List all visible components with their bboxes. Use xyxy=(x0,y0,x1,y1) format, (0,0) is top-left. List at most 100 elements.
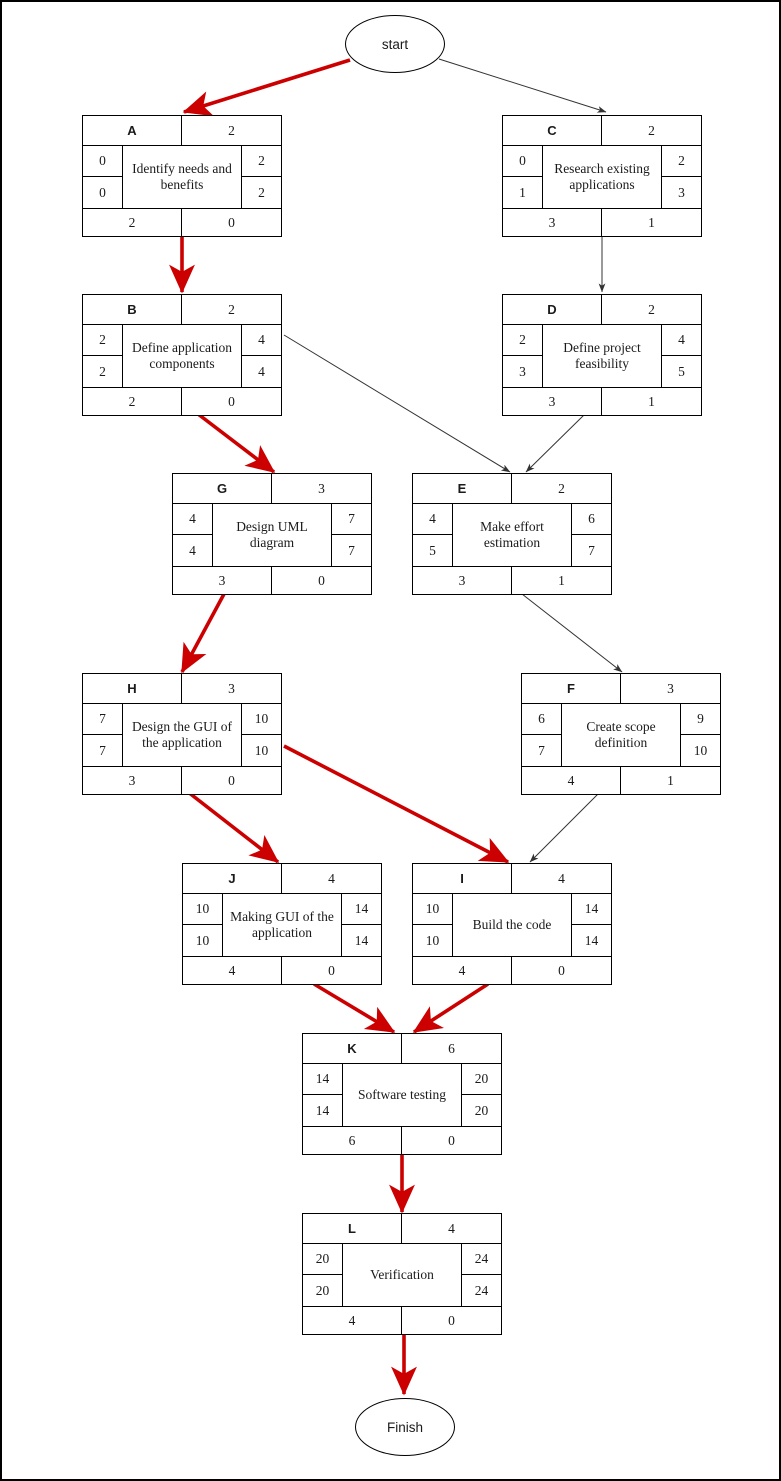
node-L-duration: 4 xyxy=(448,1220,455,1236)
node-L-right-times: 24 24 xyxy=(461,1244,501,1306)
node-K-es: 14 xyxy=(303,1064,342,1095)
node-L-header: L 4 xyxy=(303,1214,501,1244)
node-J-left-times: 10 10 xyxy=(183,894,223,956)
node-I-header: I 4 xyxy=(413,864,611,894)
node-H-bottom-left: 3 xyxy=(83,767,182,794)
node-E-es: 4 xyxy=(413,504,452,535)
node-K-lf: 20 xyxy=(474,1102,489,1118)
node-J-name: Making GUI of the application xyxy=(230,909,334,940)
node-J-bottom-left: 4 xyxy=(183,957,282,984)
edge-D-E xyxy=(525,413,586,473)
node-A-name: Identify needs and benefits xyxy=(132,161,232,192)
node-A-footer: 2 0 xyxy=(83,208,281,236)
node-D-header: D 2 xyxy=(503,295,701,325)
node-J[interactable]: J 4 10 10 Making GUI of the application … xyxy=(182,863,382,985)
edge-H-J xyxy=(186,790,280,864)
node-B[interactable]: B 2 2 2 Define application components 4 … xyxy=(82,294,282,416)
node-I-bottom-right: 0 xyxy=(558,962,565,978)
node-J-es: 10 xyxy=(183,894,222,925)
node-H-footer: 3 0 xyxy=(83,766,281,794)
node-C[interactable]: C 2 0 1 Research existing applications 2… xyxy=(502,115,702,237)
node-D-right-times: 4 5 xyxy=(661,325,701,387)
node-C-ef: 2 xyxy=(662,146,701,177)
node-J-ef: 14 xyxy=(342,894,381,925)
node-G-footer: 3 0 xyxy=(173,566,371,594)
node-F-right-times: 9 10 xyxy=(680,704,720,766)
node-G-duration: 3 xyxy=(318,480,325,496)
node-A-id: A xyxy=(83,116,182,145)
node-D-body: 2 3 Define project feasibility 4 5 xyxy=(503,325,701,387)
node-C-id: C xyxy=(503,116,602,145)
node-H-right-times: 10 10 xyxy=(241,704,281,766)
node-H[interactable]: H 3 7 7 Design the GUI of the applicatio… xyxy=(82,673,282,795)
node-G-lf: 7 xyxy=(348,542,355,558)
node-A-header: A 2 xyxy=(83,116,281,146)
node-K-id: K xyxy=(303,1034,402,1063)
node-G-ls: 4 xyxy=(189,542,196,558)
node-A-left-times: 0 0 xyxy=(83,146,123,208)
node-G-bottom-left: 3 xyxy=(173,567,272,594)
node-D-ls: 3 xyxy=(519,363,526,379)
node-E-bottom-left: 3 xyxy=(413,567,512,594)
node-K-footer: 6 0 xyxy=(303,1126,501,1154)
node-I-bottom-left: 4 xyxy=(413,957,512,984)
node-L-ls: 20 xyxy=(315,1282,330,1298)
node-G-id: G xyxy=(173,474,272,503)
node-F[interactable]: F 3 6 7 Create scope definition 9 10 4 1 xyxy=(521,673,721,795)
node-C-bottom-right: 1 xyxy=(648,214,655,230)
node-L[interactable]: L 4 20 20 Verification 24 24 4 0 xyxy=(302,1213,502,1335)
node-B-header: B 2 xyxy=(83,295,281,325)
node-F-ef: 9 xyxy=(681,704,720,735)
node-I-id: I xyxy=(413,864,512,893)
node-B-es: 2 xyxy=(83,325,122,356)
node-C-body: 0 1 Research existing applications 2 3 xyxy=(503,146,701,208)
node-D-bottom-left: 3 xyxy=(503,388,602,415)
terminal-finish[interactable]: Finish xyxy=(355,1398,455,1456)
node-G-bottom-right: 0 xyxy=(318,572,325,588)
node-L-ef: 24 xyxy=(462,1244,501,1275)
edge-I-K xyxy=(412,982,489,1034)
node-G-right-times: 7 7 xyxy=(331,504,371,566)
node-H-body: 7 7 Design the GUI of the application 10… xyxy=(83,704,281,766)
node-H-id: H xyxy=(83,674,182,703)
node-C-lf: 3 xyxy=(678,184,685,200)
node-E-duration: 2 xyxy=(558,480,565,496)
node-K[interactable]: K 6 14 14 Software testing 20 20 6 0 xyxy=(302,1033,502,1155)
node-F-es: 6 xyxy=(522,704,561,735)
node-E-id: E xyxy=(413,474,512,503)
node-B-lf: 4 xyxy=(258,363,265,379)
terminal-start-label: start xyxy=(381,36,409,52)
node-D[interactable]: D 2 2 3 Define project feasibility 4 5 3… xyxy=(502,294,702,416)
node-K-ls: 14 xyxy=(315,1102,330,1118)
node-H-lf: 10 xyxy=(254,742,269,758)
node-E-header: E 2 xyxy=(413,474,611,504)
node-F-body: 6 7 Create scope definition 9 10 xyxy=(522,704,720,766)
node-B-name: Define application components xyxy=(131,340,233,371)
node-D-lf: 5 xyxy=(678,363,685,379)
node-L-left-times: 20 20 xyxy=(303,1244,343,1306)
node-I-left-times: 10 10 xyxy=(413,894,453,956)
node-F-duration: 3 xyxy=(667,680,674,696)
node-E[interactable]: E 2 4 5 Make effort estimation 6 7 3 1 xyxy=(412,473,612,595)
node-L-lf: 24 xyxy=(474,1282,489,1298)
node-D-es: 2 xyxy=(503,325,542,356)
node-L-id: L xyxy=(303,1214,402,1243)
terminal-start[interactable]: start xyxy=(345,15,445,73)
node-F-lf: 10 xyxy=(693,742,708,758)
node-J-bottom-right: 0 xyxy=(328,962,335,978)
node-F-id: F xyxy=(522,674,621,703)
node-G-header: G 3 xyxy=(173,474,371,504)
node-J-id: J xyxy=(183,864,282,893)
node-I[interactable]: I 4 10 10 Build the code 14 14 4 0 xyxy=(412,863,612,985)
node-C-header: C 2 xyxy=(503,116,701,146)
node-C-name: Research existing applications xyxy=(554,161,650,192)
node-F-bottom-left: 4 xyxy=(522,767,621,794)
node-G[interactable]: G 3 4 4 Design UML diagram 7 7 3 0 xyxy=(172,473,372,595)
node-H-es: 7 xyxy=(83,704,122,735)
node-A[interactable]: A 2 0 0 Identify needs and benefits 2 2 … xyxy=(82,115,282,237)
node-J-body: 10 10 Making GUI of the application 14 1… xyxy=(183,894,381,956)
node-G-body: 4 4 Design UML diagram 7 7 xyxy=(173,504,371,566)
node-F-ls: 7 xyxy=(538,742,545,758)
node-I-right-times: 14 14 xyxy=(571,894,611,956)
